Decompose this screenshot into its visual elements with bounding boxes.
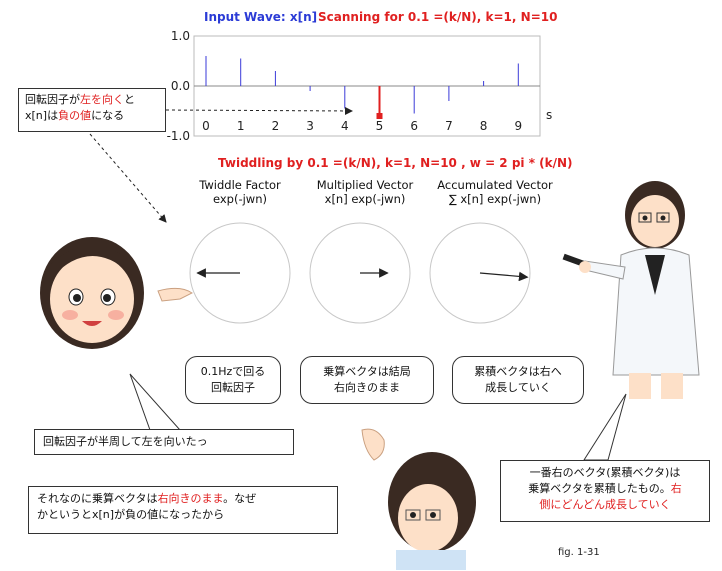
x-tick-label: 7 (445, 119, 453, 133)
callout-text: x[n]は (25, 109, 59, 122)
x-unit-label: s (546, 108, 552, 122)
speech-tail-mid (129, 373, 182, 431)
vector-arrow (479, 271, 529, 282)
speech-highlight: 側にどんどん成長していく (539, 498, 671, 511)
twiddle-factor-formula: exp(-jwn) (213, 192, 267, 206)
bubble-multiplied-vector: 乗算ベクタは結局 右向きのまま (300, 356, 434, 404)
multiplied-vector-name: Multiplied Vector (316, 178, 414, 192)
accumulated-vector-name: Accumulated Vector (437, 178, 553, 192)
x-tick-label: 3 (306, 119, 314, 133)
callout-text: になる (91, 109, 125, 122)
vector-circle (429, 222, 531, 324)
callout-highlight: 左を向く (80, 93, 124, 106)
callout-text: と (124, 93, 135, 106)
speech-box-right: 一番右のベクタ(累積ベクタ)は 乗算ベクタを累積したもの。右 側にどんどん成長し… (500, 460, 710, 522)
bubble-line: 回転因子 (211, 381, 255, 394)
speech-box-bottom-left: それなのに乗算ベクタは右向きのまま。なぜ かというとx[n]が負の値になったから (28, 486, 338, 534)
scientist-illustration (562, 181, 700, 399)
speech-text: 乗算ベクタを累積したもの。 (528, 482, 671, 495)
x-tick-label: 8 (480, 119, 488, 133)
y-tick-label: 0.0 (171, 79, 190, 93)
speech-text: 。なぜ (223, 492, 257, 505)
x-tick-label: 2 (272, 119, 280, 133)
x-tick-label: 6 (410, 119, 418, 133)
wave-bar-highlight-marker (376, 113, 383, 119)
bubble-line: 成長していく (485, 381, 551, 394)
speech-text: かというとx[n]が負の値になったから (37, 508, 225, 521)
bubble-line: 0.1Hzで回る (200, 365, 266, 378)
x-tick-label: 0 (202, 119, 210, 133)
input-wave-chart: 1.0 0.0 -1.0 0 1 2 3 4 5 6 7 8 9 s (167, 29, 553, 143)
woman-bottom-illustration (361, 428, 476, 570)
twiddle-factor-heading: Twiddle Factor exp(-jwn) (190, 178, 290, 206)
twiddle-factor-name: Twiddle Factor (199, 178, 281, 192)
speech-highlight: 右 (670, 482, 682, 495)
woman-left-illustration (40, 237, 193, 349)
speech-highlight: 右向きのまま (157, 492, 224, 505)
x-tick-label: 4 (341, 119, 349, 133)
chart-title-scanning: Scanning for 0.1 =(k/N), k=1, N=10 (318, 10, 558, 24)
accumulated-vector-heading: Accumulated Vector ∑ x[n] exp(-jwn) (430, 178, 560, 206)
multiplied-vector-heading: Multiplied Vector x[n] exp(-jwn) (305, 178, 425, 206)
accumulated-vector-formula: ∑ x[n] exp(-jwn) (448, 192, 542, 206)
x-tick-label: 5 (376, 119, 384, 133)
speech-line: 一番右のベクタ(累積ベクタ)は (529, 466, 681, 479)
x-tick-label: 1 (237, 119, 245, 133)
chart-title-input-wave: Input Wave: x[n] (204, 10, 318, 24)
figure-label: fig. 1-31 (558, 547, 600, 558)
bubble-line: 右向きのまま (334, 381, 400, 394)
bubble-line: 乗算ベクタは結局 (323, 365, 411, 378)
vector-circle (189, 222, 291, 324)
speech-box-mid-left: 回転因子が半周して左を向いたっ (34, 429, 294, 455)
vector-circles (189, 222, 531, 324)
speech-text: 回転因子が半周して左を向いたっ (43, 435, 208, 448)
y-tick-label: -1.0 (167, 129, 190, 143)
twiddle-left-callout: 回転因子が左を向くと x[n]は負の値になる (18, 88, 166, 132)
vector-circle (309, 222, 411, 324)
twiddle-title: Twiddling by 0.1 =(k/N), k=1, N=10 , w =… (218, 156, 573, 170)
x-tick-label: 9 (514, 119, 522, 133)
y-tick-label: 1.0 (171, 29, 190, 43)
multiplied-vector-formula: x[n] exp(-jwn) (324, 192, 406, 206)
callout-text: 回転因子が (25, 93, 80, 106)
bubble-line: 累積ベクタは右へ (474, 365, 562, 378)
bubble-twiddle-factor: 0.1Hzで回る 回転因子 (185, 356, 281, 404)
speech-text: それなのに乗算ベクタは (37, 492, 158, 505)
callout-highlight: 負の値 (58, 109, 92, 122)
bubble-accumulated-vector: 累積ベクタは右へ 成長していく (452, 356, 584, 404)
